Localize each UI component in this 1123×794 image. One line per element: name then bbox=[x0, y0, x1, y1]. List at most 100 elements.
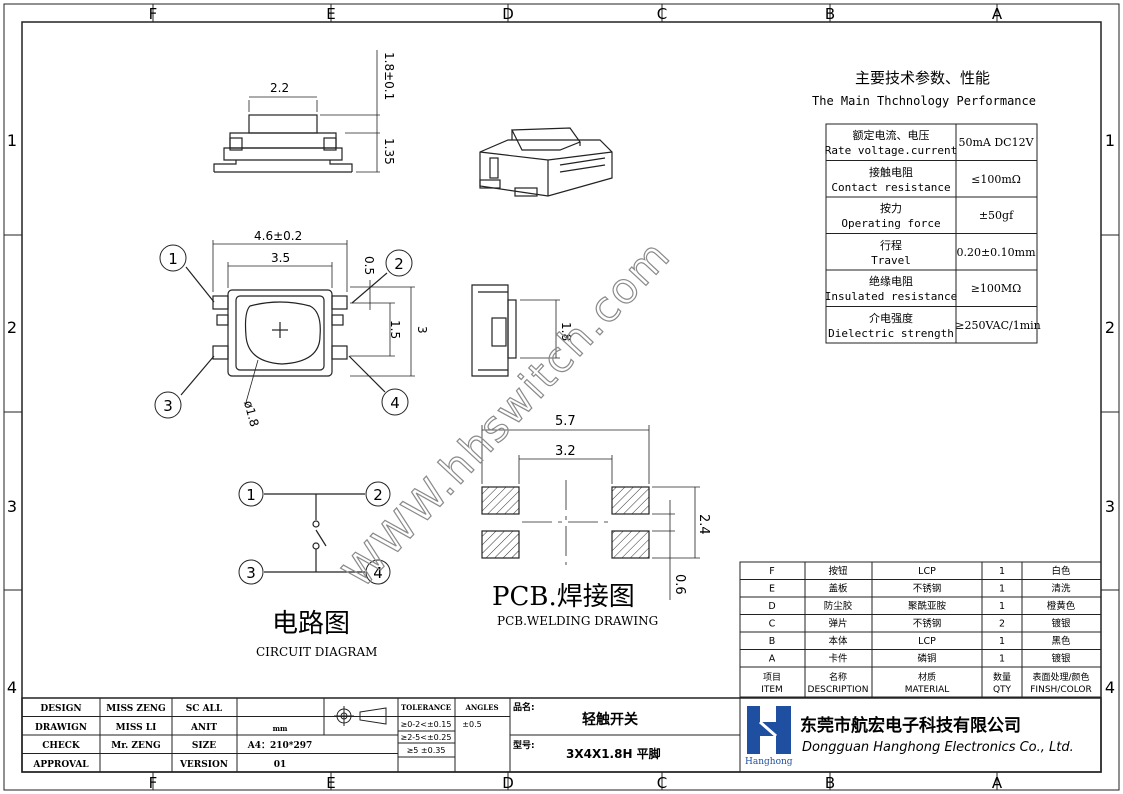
column-labels: F E D C B A F E D C B A bbox=[149, 5, 1003, 792]
bom-cell: 2 bbox=[999, 619, 1005, 630]
bom-h-qty-en: QTY bbox=[993, 685, 1012, 695]
projection-symbol bbox=[334, 706, 387, 726]
perf-table bbox=[825, 123, 1038, 344]
bom-h-desc-cn: 名称 bbox=[829, 671, 847, 683]
tb-tol-1: ≥0-2<±0.15 bbox=[401, 720, 452, 729]
callout-4: 4 bbox=[390, 394, 400, 412]
tb-check-name: Mr. ZENG bbox=[111, 741, 161, 751]
tb-approval-label: APPROVAL bbox=[32, 760, 89, 770]
bom-cell: LCP bbox=[918, 636, 936, 647]
bom-cell: E bbox=[769, 584, 775, 595]
bom-h-desc-en: DESCRIPTION bbox=[808, 685, 869, 695]
bom-cell: 不锈钢 bbox=[913, 583, 942, 595]
bom-cell: 1 bbox=[999, 601, 1005, 612]
col-d: D bbox=[502, 5, 514, 23]
tolerance-values: ≥0-2<±0.15 ≥2-5<±0.25 ≥5 ±0.35 ±0.5 bbox=[401, 720, 482, 755]
circuit-pin-2: 2 bbox=[373, 486, 383, 504]
dim-pcb-57: 5.7 bbox=[555, 414, 576, 429]
dim-body-05: 0.5 bbox=[362, 256, 376, 275]
perf-row-val: ≥250VAC/1min bbox=[955, 319, 1041, 332]
perf-row-en: Travel bbox=[871, 254, 911, 267]
dim-body-3: 3 bbox=[415, 326, 429, 334]
dim-body-w1: 4.6±0.2 bbox=[254, 229, 302, 243]
row-4-right: 4 bbox=[1105, 678, 1115, 697]
bottom-view bbox=[180, 240, 415, 407]
perf-row-cn: 额定电流、电压 bbox=[853, 128, 930, 142]
company-name-en: Dongguan Hanghong Electronics Co., Ltd. bbox=[802, 740, 1074, 755]
front-view bbox=[213, 50, 380, 173]
tb-scale-label: SC ALL bbox=[186, 704, 223, 714]
bom-cell: 卡件 bbox=[828, 653, 848, 665]
bom-table bbox=[739, 561, 1102, 698]
bom-cell: 本体 bbox=[828, 635, 848, 647]
bom-cell: 黑色 bbox=[1051, 635, 1071, 647]
bom-h-qty-cn: 数量 bbox=[993, 671, 1011, 683]
bom-cell: 磷铜 bbox=[917, 653, 936, 665]
bom-cell: 弹片 bbox=[828, 618, 847, 630]
circuit-title-en: CIRCUIT DIAGRAM bbox=[256, 645, 377, 659]
pcb-title-cn: PCB.焊接图 bbox=[492, 582, 635, 612]
tb-angle-value: ±0.5 bbox=[462, 720, 481, 729]
perf-title-en: The Main Thchnology Performance bbox=[812, 94, 1036, 108]
tb-version-value: 01 bbox=[274, 760, 287, 770]
bom-cell: 聚酰亚胺 bbox=[908, 600, 947, 612]
bom-cell: B bbox=[769, 636, 776, 647]
tb-unit-value: mm bbox=[273, 724, 288, 733]
perf-row-cn: 介电强度 bbox=[869, 311, 913, 325]
tb-drawing-label: DRAWIGN bbox=[35, 723, 87, 733]
perf-row-val: ≤100mΩ bbox=[971, 173, 1021, 186]
bom-cell: 清洗 bbox=[1051, 583, 1071, 595]
pin-callouts: 1 2 3 4 bbox=[154, 244, 413, 419]
tb-model: 3X4X1.8H 平脚 bbox=[566, 746, 661, 761]
col-c: C bbox=[657, 5, 667, 23]
dim-side-18: 1.8 bbox=[559, 322, 573, 341]
title-block-text: DESIGN MISS ZENG SC ALL DRAWIGN MISS LI … bbox=[32, 703, 498, 770]
tb-tolerance-label: TOLERANCE bbox=[401, 703, 451, 712]
circuit-pins: 1 2 3 4 bbox=[238, 481, 391, 585]
dim-pcb-06: 0.6 bbox=[672, 574, 687, 595]
row-labels: 1 2 3 4 1 2 3 4 bbox=[7, 131, 1115, 697]
dim-top-width: 2.2 bbox=[270, 81, 289, 95]
row-3-right: 3 bbox=[1105, 497, 1115, 516]
tb-version-label: VERSION bbox=[179, 760, 228, 770]
callout-2: 2 bbox=[394, 255, 404, 273]
perf-row-cn: 行程 bbox=[880, 239, 902, 252]
dim-body-dia: ø1.8 bbox=[241, 399, 261, 428]
bom-h-item-en: ITEM bbox=[761, 685, 783, 695]
perf-row-en: Operating force bbox=[841, 217, 940, 230]
col-b: B bbox=[825, 5, 835, 23]
tb-size-label: SIZE bbox=[192, 741, 216, 751]
bom-cell: 不锈钢 bbox=[913, 618, 942, 630]
logo-text: Hanghong bbox=[745, 757, 793, 767]
bom-cell: D bbox=[768, 601, 775, 612]
company-logo bbox=[745, 705, 795, 755]
col-b-bottom: B bbox=[825, 774, 835, 792]
perf-row-en: Contact resistance bbox=[831, 181, 950, 194]
bom-cell: 按钮 bbox=[828, 565, 848, 577]
circuit-pin-4: 4 bbox=[373, 564, 383, 582]
col-e: E bbox=[326, 5, 335, 23]
bom-cell: 1 bbox=[999, 566, 1005, 577]
circuit-pin-3: 3 bbox=[246, 564, 256, 582]
bom-cell: C bbox=[769, 619, 776, 630]
bom-h-finish-cn: 表面处理/颜色 bbox=[1032, 671, 1089, 683]
row-1-right: 1 bbox=[1105, 131, 1115, 150]
dim-top-height1: 1.8±0.1 bbox=[382, 52, 396, 100]
pcb-footprint bbox=[481, 425, 700, 600]
bom-h-item-cn: 项目 bbox=[763, 672, 781, 683]
bom-cell: 镀银 bbox=[1051, 653, 1071, 665]
tb-check-label: CHECK bbox=[42, 741, 81, 751]
row-3: 3 bbox=[7, 497, 17, 516]
col-a-bottom: A bbox=[992, 774, 1003, 792]
bom-cell: 橙黄色 bbox=[1047, 600, 1076, 612]
tb-design-name: MISS ZENG bbox=[106, 704, 165, 714]
perf-row-val: ±50gf bbox=[979, 209, 1014, 222]
perf-row-val: ≥100MΩ bbox=[971, 282, 1022, 295]
bom-cell: 盖板 bbox=[828, 583, 848, 595]
bom-h-mat-cn: 材质 bbox=[918, 671, 936, 683]
bom-cell: LCP bbox=[918, 566, 936, 577]
perf-row-en: Dielectric strength bbox=[828, 327, 954, 340]
dim-pcb-24: 2.4 bbox=[696, 514, 711, 535]
